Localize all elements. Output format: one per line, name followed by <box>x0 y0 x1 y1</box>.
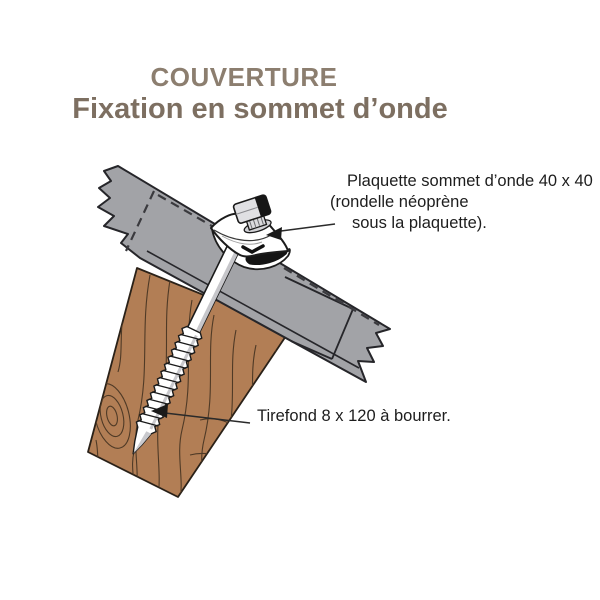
sheet-fold-dashed-lines <box>125 190 380 326</box>
leader-arrow-plaquette <box>266 223 336 240</box>
sheet-illustration <box>97 165 391 383</box>
page-title: COUVERTURE <box>150 62 338 92</box>
arrowhead-plaquette <box>266 227 282 240</box>
leader-arrow-tirefond <box>151 404 251 424</box>
bolt-head-illustration <box>232 194 272 234</box>
annotation-plaquette-line2: (rondelle néoprène <box>330 193 469 211</box>
screw-illustration <box>132 227 249 455</box>
page-subtitle: Fixation en sommet d’onde <box>72 93 448 125</box>
annotation-plaquette-line1: Plaquette sommet d’onde 40 x 40 <box>347 172 593 190</box>
annotation-plaquette-line3: sous la plaquette). <box>352 214 487 232</box>
arrowhead-tirefond <box>151 404 168 418</box>
plaquette-fold-shadow <box>241 244 265 254</box>
annotation-tirefond: Tirefond 8 x 120 à bourrer. <box>257 407 451 425</box>
sheet-thickness-line <box>146 250 360 369</box>
